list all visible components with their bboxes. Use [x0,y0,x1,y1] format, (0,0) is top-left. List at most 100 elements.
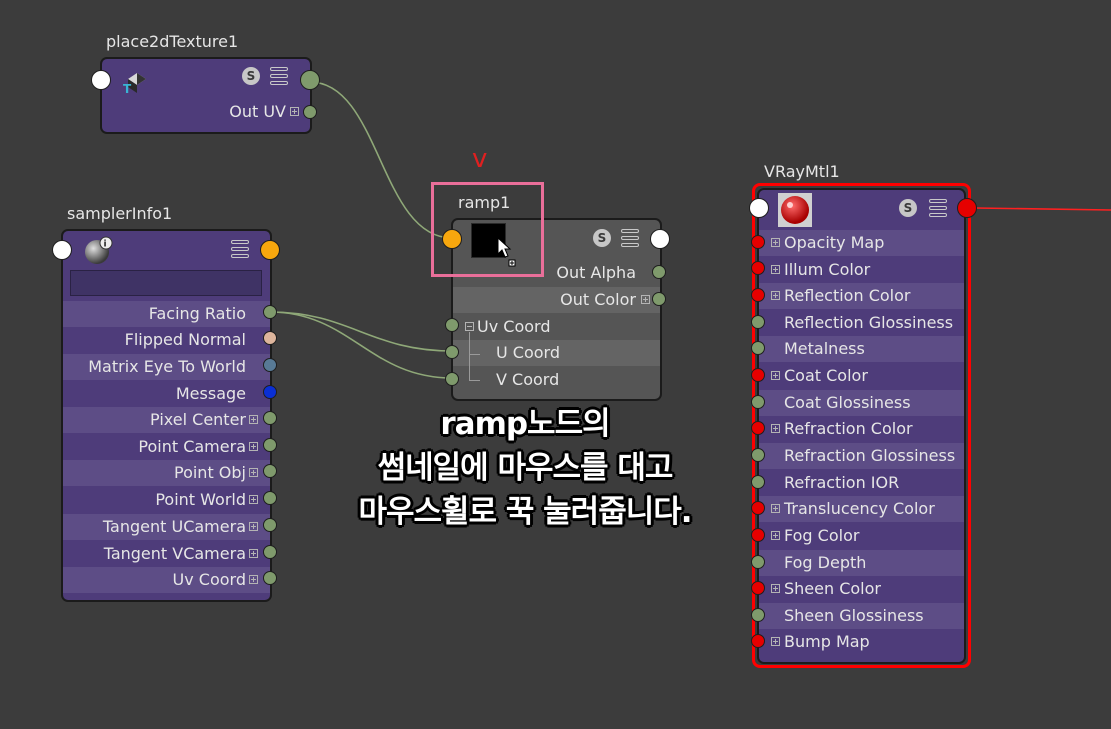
vray-attr-row[interactable] [759,230,964,256]
attr-reflection-color: Reflection Color [784,286,911,305]
port-refraction-ior[interactable] [751,475,765,489]
port-message[interactable] [263,385,277,399]
expand-icon[interactable] [771,531,780,540]
search-field[interactable] [70,270,262,296]
port-opacity-map[interactable] [751,235,765,249]
port-facing-ratio[interactable] [263,305,277,319]
port-out-color[interactable] [652,292,666,306]
node-ramp[interactable]: S Out Alpha Out Color Uv Coord U Coord V… [451,218,662,401]
expand-icon[interactable] [641,295,650,304]
ramp-attr-row[interactable] [453,287,660,313]
port-v-coord-in[interactable] [445,372,459,386]
vray-material-swatch-icon [778,193,812,227]
port-pixel-center[interactable] [263,411,277,425]
hamburger-icon[interactable] [621,229,639,247]
vray-attr-row[interactable] [759,390,964,416]
expand-icon[interactable] [771,371,780,380]
vray-attr-row[interactable] [759,550,964,576]
collapse-icon[interactable] [465,322,474,331]
attr-bump-map: Bump Map [784,632,870,651]
port-coat-glossiness[interactable] [751,395,765,409]
s-icon[interactable]: S [242,67,260,85]
sampler-attr-row[interactable] [63,460,270,486]
expand-icon[interactable] [771,584,780,593]
attr-coat-glossiness: Coat Glossiness [784,393,911,412]
node-samplerinfo[interactable]: i Facing Ratio Flipped Normal Matrix Eye… [61,229,272,602]
svg-text:i: i [104,240,107,250]
vray-attr-row[interactable] [759,283,964,309]
expand-icon[interactable] [771,265,780,274]
expand-icon[interactable] [771,424,780,433]
expand-icon[interactable] [249,442,258,451]
sampler-attr-row[interactable] [63,354,270,380]
attr-fog-color: Fog Color [784,526,860,545]
port-matrix-eye-to-world[interactable] [263,358,277,372]
output-port[interactable] [300,70,320,90]
sampler-attr-row[interactable] [63,567,270,593]
port-reflection-color[interactable] [751,288,765,302]
vray-attr-row[interactable] [759,603,964,629]
vray-attr-row[interactable] [759,443,964,469]
vray-attr-row[interactable] [759,336,964,362]
expand-icon[interactable] [771,238,780,247]
attr-point-camera: Point Camera [138,437,246,456]
node-title-samplerinfo: samplerInfo1 [67,204,173,223]
port-bump-map[interactable] [751,634,765,648]
expand-icon[interactable] [249,575,258,584]
attr-sheen-color: Sheen Color [784,579,881,598]
port-illum-color[interactable] [751,261,765,275]
output-port[interactable] [260,240,280,260]
port-sheen-glossiness[interactable] [751,608,765,622]
input-port[interactable] [52,240,72,260]
node-vraymtl[interactable]: S Opacity Map Illum Color Reflection Col… [757,188,966,664]
port-out-uv[interactable] [303,105,317,119]
port-reflection-glossiness[interactable] [751,315,765,329]
input-port[interactable] [442,229,462,249]
vray-attr-row[interactable] [759,496,964,522]
s-icon[interactable]: S [899,199,917,217]
place2d-texture-icon: T [123,73,146,95]
port-uv-coord-in[interactable] [445,318,459,332]
s-icon[interactable]: S [593,229,611,247]
port-metalness[interactable] [751,341,765,355]
node-place2dtexture[interactable]: T S Out UV [100,57,312,134]
wire-facing-to-ucoord [269,311,453,352]
expand-icon[interactable] [771,291,780,300]
port-sheen-color[interactable] [751,581,765,595]
port-refraction-glossiness[interactable] [751,448,765,462]
sampler-attr-row[interactable] [63,514,270,540]
port-u-coord-in[interactable] [445,345,459,359]
port-refraction-color[interactable] [751,421,765,435]
port-tangent-vcamera[interactable] [263,545,277,559]
hamburger-icon[interactable] [270,67,288,85]
port-flipped-normal[interactable] [263,331,277,345]
port-point-obj[interactable] [263,464,277,478]
port-point-camera[interactable] [263,438,277,452]
port-tangent-ucamera[interactable] [263,518,277,532]
expand-icon[interactable] [249,522,258,531]
sampler-attr-row[interactable] [63,407,270,433]
sampler-attr-row[interactable] [63,301,270,327]
ramp-attr-row[interactable] [453,340,660,366]
port-out-alpha[interactable] [652,265,666,279]
port-fog-depth[interactable] [751,555,765,569]
port-coat-color[interactable] [751,368,765,382]
expand-icon[interactable] [249,495,258,504]
input-port[interactable] [749,198,769,218]
expand-icon[interactable] [249,415,258,424]
expand-icon[interactable] [771,504,780,513]
expand-icon[interactable] [249,468,258,477]
expand-icon[interactable] [249,549,258,558]
port-translucency-color[interactable] [751,501,765,515]
input-port[interactable] [91,70,111,90]
output-port[interactable] [957,198,977,218]
hamburger-icon[interactable] [231,240,249,258]
expand-icon[interactable] [771,637,780,646]
hamburger-icon[interactable] [929,199,947,217]
output-port[interactable] [650,229,670,249]
port-fog-color[interactable] [751,528,765,542]
port-uv-coord[interactable] [263,571,277,585]
attr-refraction-glossiness: Refraction Glossiness [784,446,956,465]
port-point-world[interactable] [263,491,277,505]
expand-icon[interactable] [290,107,299,116]
